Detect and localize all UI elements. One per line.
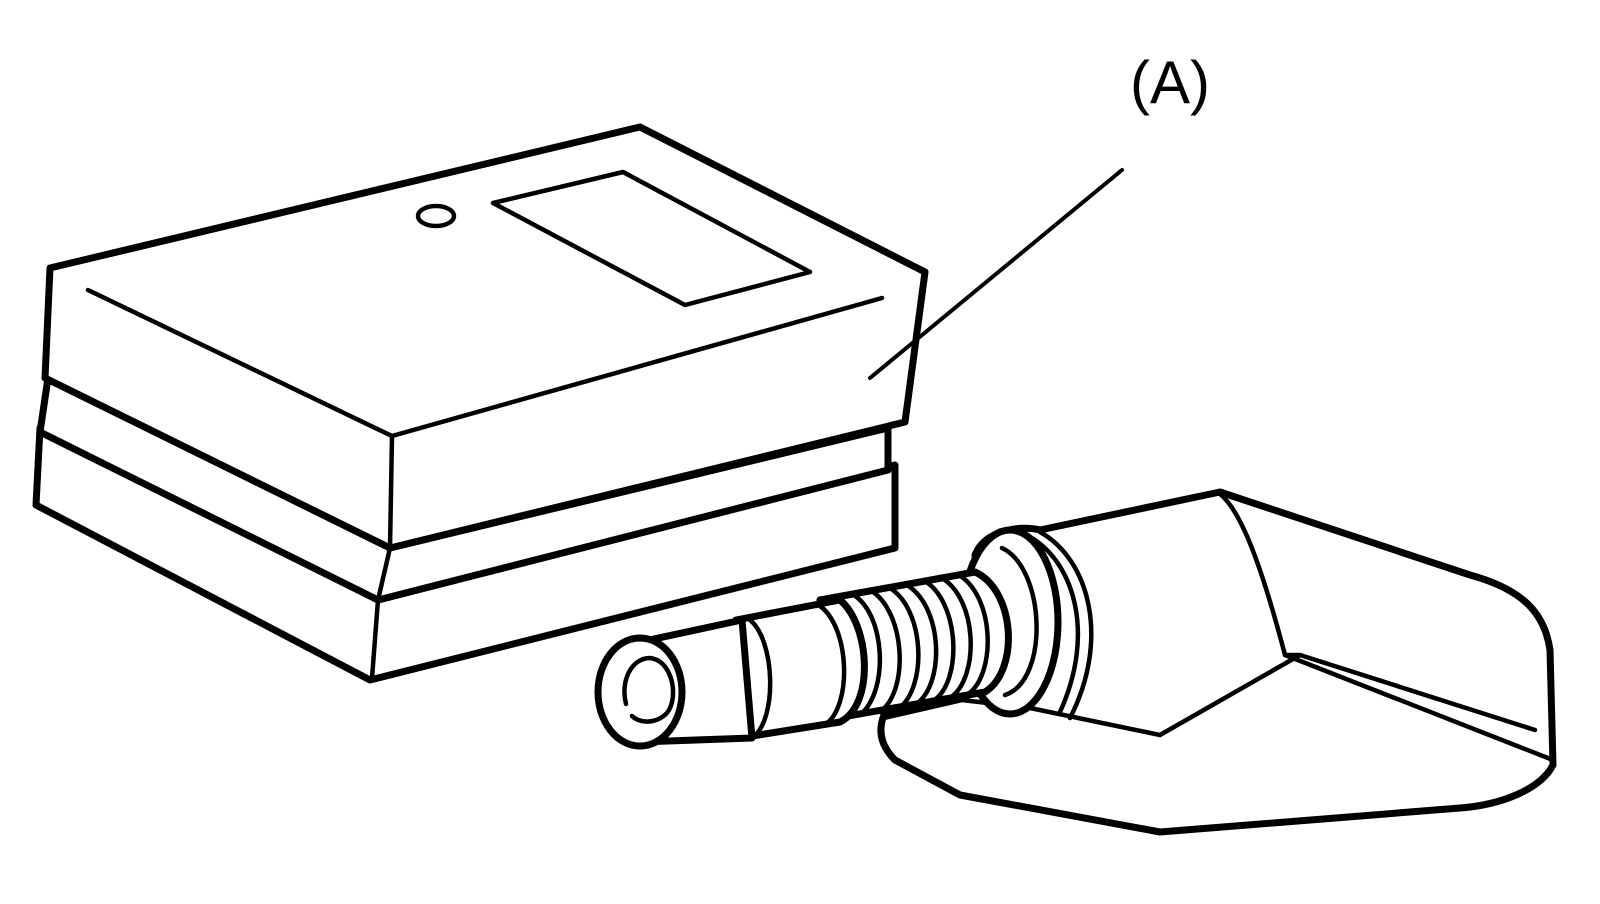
housing-vent-hole (415, 203, 457, 229)
sensor-housing (32, 123, 929, 684)
valve-neck (732, 596, 868, 742)
callout-a: (A) (868, 49, 1210, 380)
callout-a-label: (A) (1130, 49, 1210, 116)
valve-stem (594, 488, 1557, 836)
housing-label-plate (490, 169, 813, 308)
valve-tip (594, 616, 756, 750)
callout-a-leader-line (868, 168, 1124, 380)
valve-threads (816, 568, 1012, 724)
housing-top-layer (41, 123, 929, 552)
